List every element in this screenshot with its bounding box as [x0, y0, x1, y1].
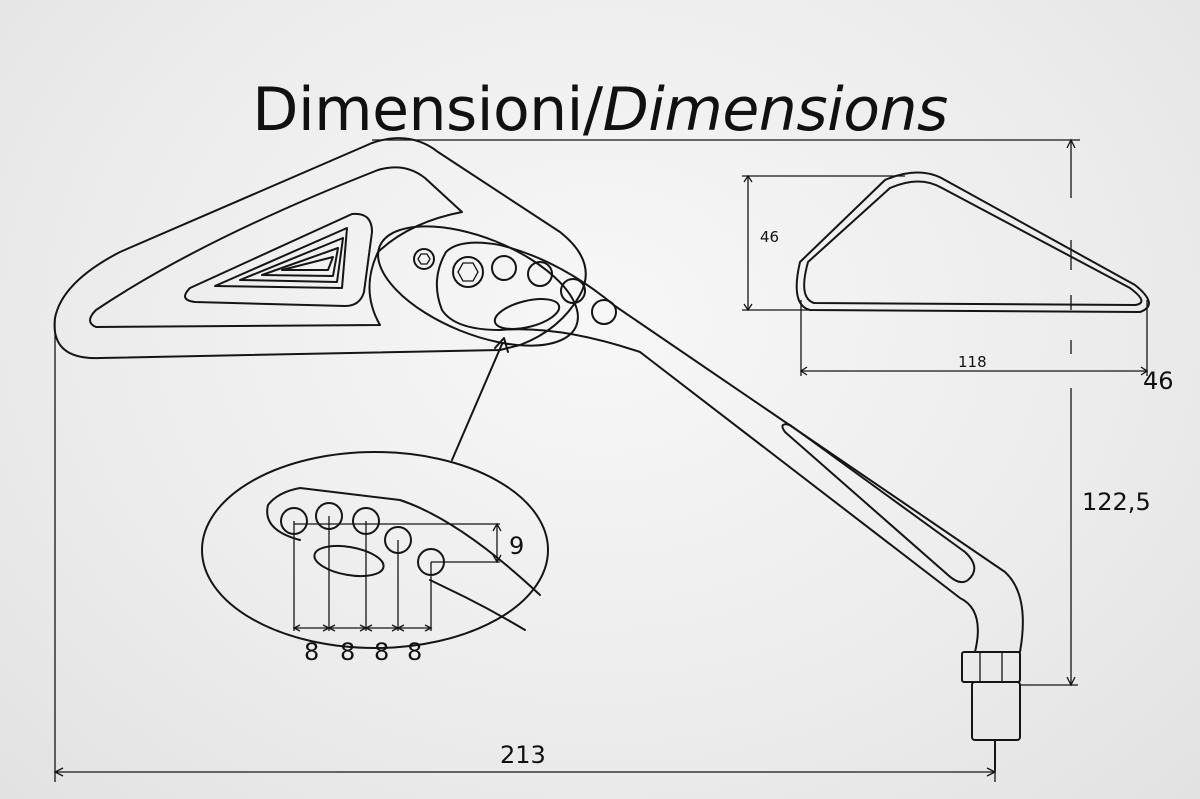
title-main: Dimensioni/ — [252, 75, 603, 146]
detail-callout — [201, 337, 549, 649]
mirror-head — [53, 137, 587, 360]
title-italic: Dimensions — [602, 75, 949, 146]
mount-oval — [377, 225, 579, 347]
dim-hole-spacing-3: 8 — [374, 638, 389, 666]
overall-dimension-lines — [53, 138, 1080, 782]
dim-total-height: 122,5 — [1082, 488, 1151, 516]
dim-hole-spacing-1: 8 — [304, 638, 319, 666]
triangle-ornament — [184, 212, 373, 307]
mounting-bolt — [961, 651, 1021, 771]
dim-glass-height: 46 — [760, 228, 779, 246]
dim-hole-spacing-4: 8 — [407, 638, 422, 666]
mirror-arm — [435, 241, 1024, 653]
dim-hole-offset: 9 — [509, 532, 524, 560]
dim-hole-spacing-2: 8 — [340, 638, 355, 666]
glass-dimension-lines — [742, 174, 1149, 376]
glass-outline — [795, 171, 1150, 313]
dim-glass-depth: 46 — [1143, 367, 1174, 395]
dim-total-length: 213 — [500, 741, 546, 769]
page-title: Dimensioni/Dimensions — [0, 70, 1200, 150]
dim-glass-width: 118 — [958, 353, 987, 371]
